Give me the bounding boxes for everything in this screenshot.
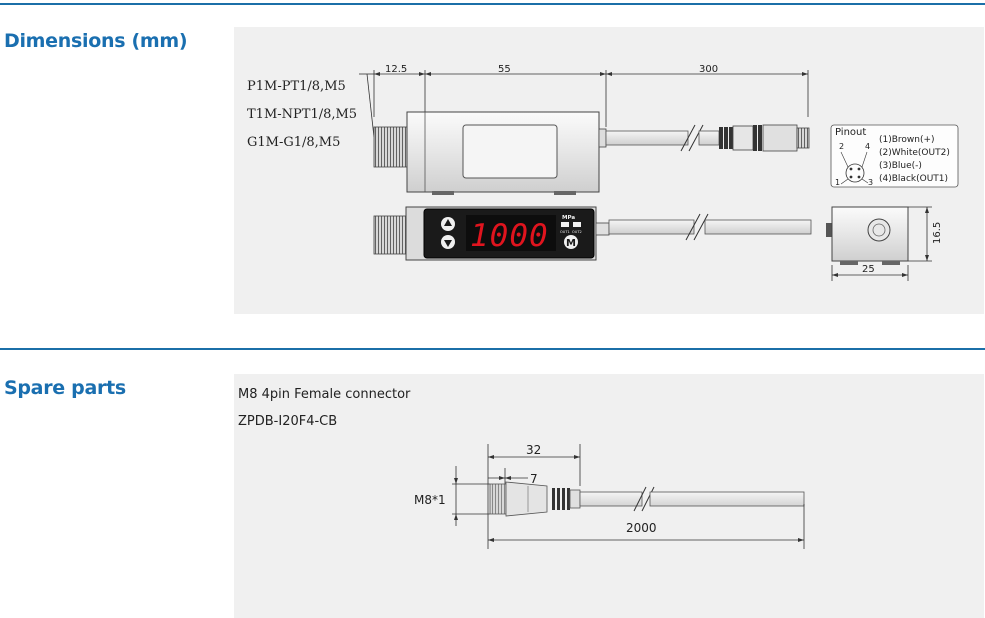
display-digits: 1000 [470,218,549,254]
dim-thread-size: M8*1 [414,493,446,507]
section-divider-dimensions [0,3,985,5]
model-label-g1m: G1M-G1/8,M5 [247,135,341,150]
dim-body-length: 55 [498,64,511,75]
pinout-pin-3: (3)Blue(-) [879,161,922,171]
dim-side-width: 25 [862,264,875,275]
out1-indicator: OUT1 [560,230,570,234]
dim-side-height: 16.5 [932,222,943,244]
pinout-title: Pinout [835,127,866,138]
spare-parts-panel: M8 4pin Female connector ZPDB-I20F4-CB [234,374,984,618]
spare-part-code: ZPDB-I20F4-CB [238,414,338,429]
dim-cable-length-spare: 2000 [626,521,657,535]
dimensions-drawing: 12.5 55 300 [359,64,959,281]
model-label-p1m: P1M-PT1/8,M5 [247,79,346,94]
pin-number-2: 2 [839,142,844,151]
pin-number-3: 3 [868,178,873,187]
pinout-pin-1: (1)Brown(+) [879,135,935,145]
sensor-top-view [373,111,810,195]
female-connector [489,481,805,517]
dim-thread-length: 12.5 [385,64,407,75]
dimensions-drawing-panel: P1M-PT1/8,M5 T1M-NPT1/8,M5 G1M-G1/8,M5 [234,27,984,314]
spare-parts-heading: Spare parts [4,377,126,399]
display-unit: MPa [562,215,575,221]
dim-connector-length: 32 [526,443,541,457]
pinout-pin-4: (4)Black(OUT1) [879,174,948,184]
spare-part-name: M8 4pin Female connector [238,387,411,402]
dimensions-heading: Dimensions (mm) [4,30,188,52]
pin-number-4: 4 [865,142,870,151]
section-divider-spare-parts [0,348,985,350]
sensor-side-view: 16.5 25 [826,206,943,281]
out2-indicator: OUT2 [572,230,582,234]
spare-parts-drawing: 32 7 M8*1 [414,443,805,549]
pinout-box: Pinout 2 4 1 3 (1)Brown(+) (2)White(OUT2… [830,124,959,188]
pin-number-1: 1 [835,178,840,187]
mode-key: M [566,238,576,249]
dim-cable-length: 300 [699,64,718,75]
model-label-t1m: T1M-NPT1/8,M5 [247,107,358,122]
dim-connector-nose: 7 [530,472,538,486]
sensor-front-view: 1000 MPa OUT1 OUT2 M [373,206,812,261]
pinout-pin-2: (2)White(OUT2) [879,148,950,158]
